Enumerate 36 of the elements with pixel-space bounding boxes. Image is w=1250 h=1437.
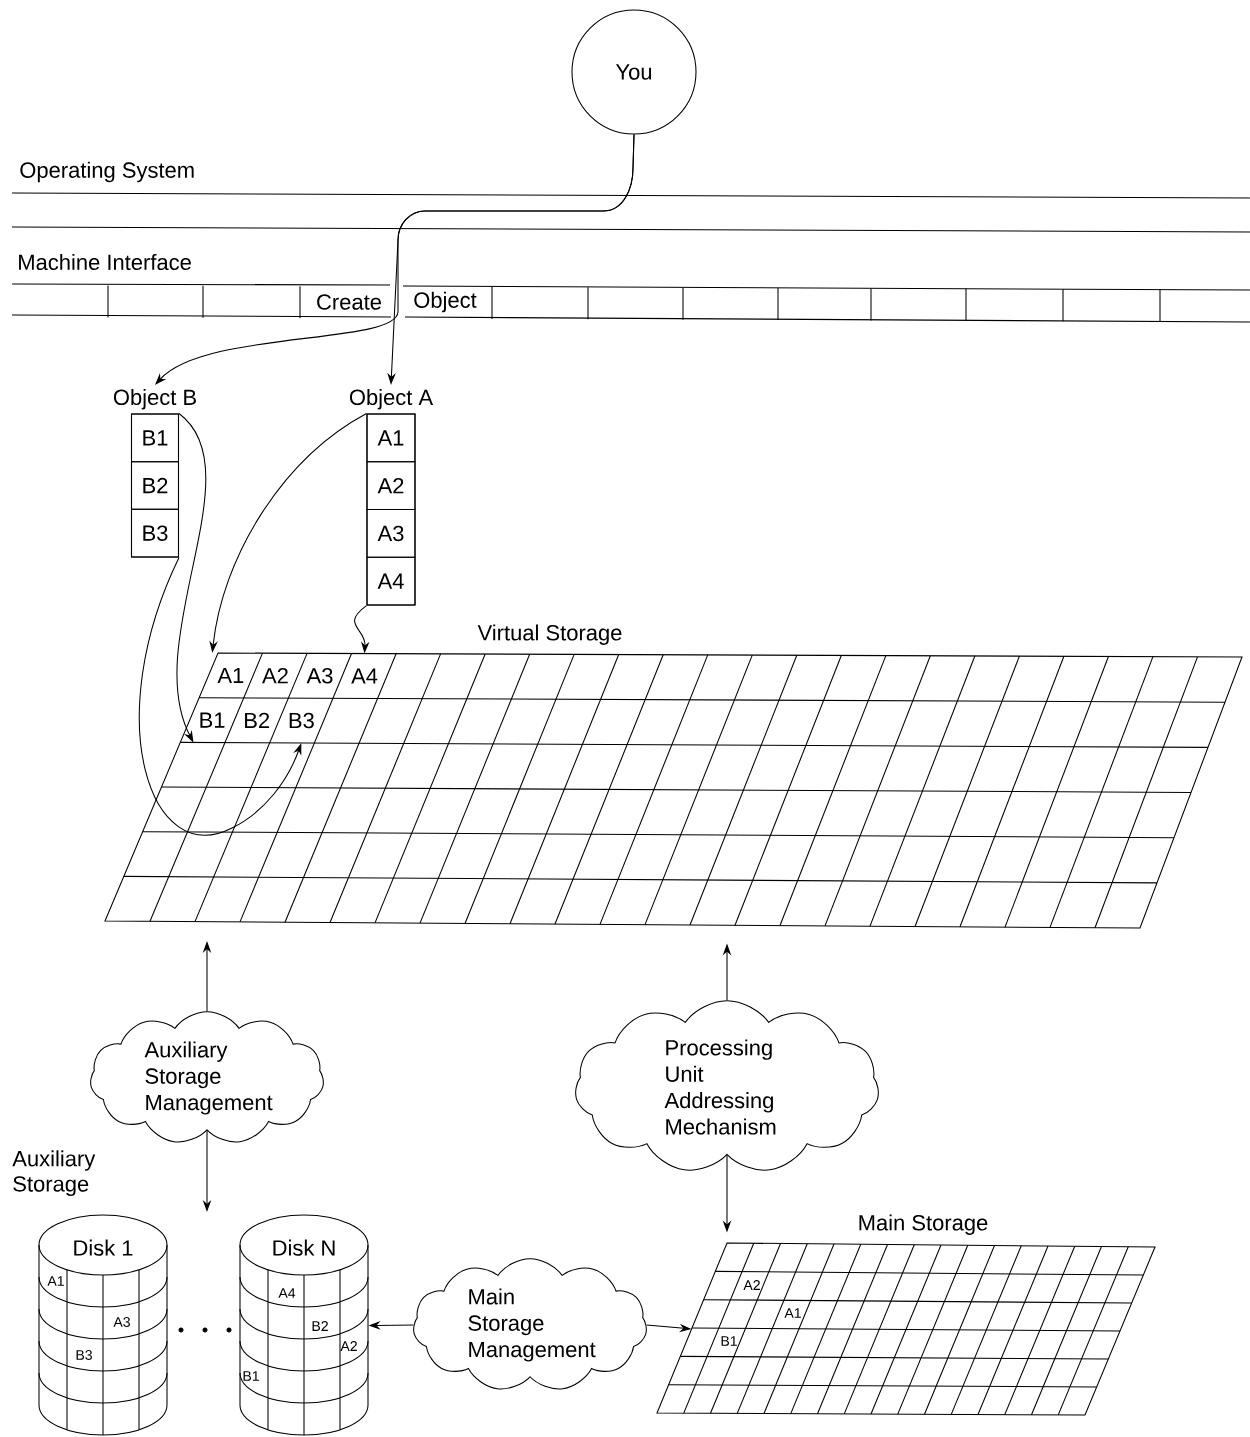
object-cell: A1 xyxy=(366,413,416,463)
group-label: Auxiliary Storage xyxy=(12,1150,96,1196)
cell-label: B2 xyxy=(312,1321,328,1331)
object-cell: A4 xyxy=(366,556,416,606)
cell-label: B2 xyxy=(245,712,269,728)
node-label: Main Storage xyxy=(859,1214,988,1235)
cell-label: A2 xyxy=(743,1280,760,1290)
cell-label: B1 xyxy=(721,1336,737,1346)
cell-label: A3 xyxy=(306,668,333,684)
object-cell: B1 xyxy=(130,413,180,463)
instruction-text: Object xyxy=(414,291,477,313)
instruction-text: Create xyxy=(317,294,381,310)
arrow xyxy=(138,557,302,836)
circle-node: You xyxy=(571,9,697,135)
node-label: Object A xyxy=(349,388,434,410)
cell-label: A4 xyxy=(351,668,378,684)
layer-label: Operating System xyxy=(20,161,194,183)
cell-label: A1 xyxy=(217,667,244,683)
cell-label: A2 xyxy=(262,667,288,684)
layer-label: Machine Interface xyxy=(19,253,191,271)
cell-label: B3 xyxy=(289,712,314,729)
cell-label: A3 xyxy=(113,1317,130,1327)
object-cell: A2 xyxy=(366,461,416,511)
object-cell: B2 xyxy=(130,461,180,510)
cell-label: A2 xyxy=(340,1341,357,1351)
cell-label: B1 xyxy=(200,712,225,728)
cell-label: B1 xyxy=(243,1371,259,1381)
cell-label: A1 xyxy=(47,1276,64,1286)
arrow xyxy=(155,134,635,385)
object-cell: B3 xyxy=(130,508,180,558)
cell-label: A1 xyxy=(784,1308,801,1318)
object-cell: A3 xyxy=(366,509,416,558)
node-label: Virtual Storage xyxy=(477,624,622,645)
node-label: Object B xyxy=(113,388,196,410)
cell-label: A4 xyxy=(278,1288,296,1298)
cell-label: B3 xyxy=(76,1350,92,1360)
